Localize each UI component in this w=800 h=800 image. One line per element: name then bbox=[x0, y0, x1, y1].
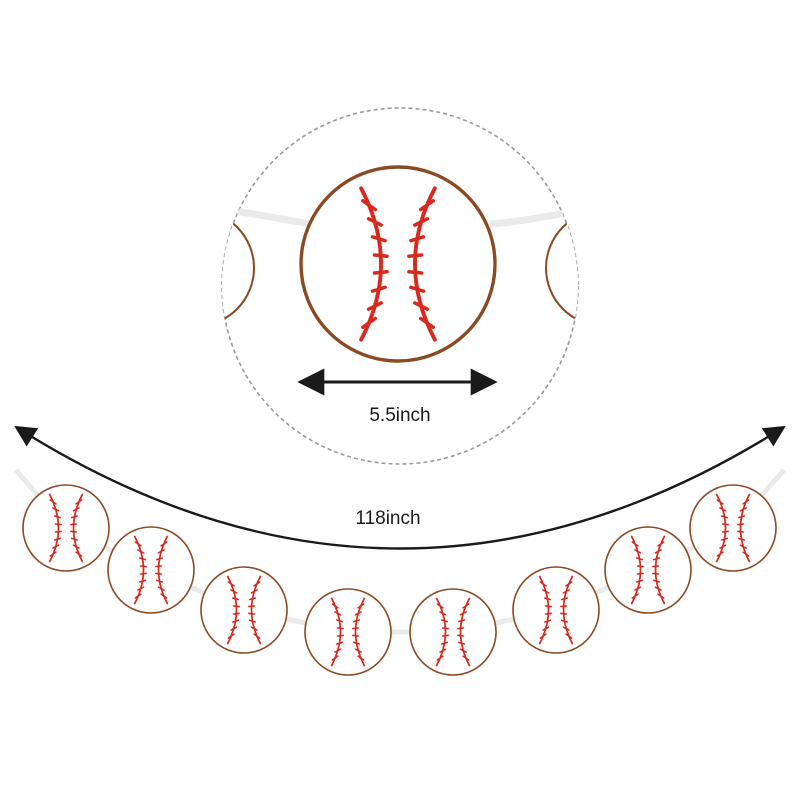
baseball-5 bbox=[409, 588, 497, 676]
diameter-label: 5.5inch bbox=[369, 405, 430, 426]
string bbox=[489, 208, 571, 228]
length-arrow bbox=[14, 425, 786, 550]
baseball-6 bbox=[512, 566, 600, 654]
garland-string bbox=[14, 468, 786, 635]
baseball-garland bbox=[14, 468, 786, 676]
baseball-4 bbox=[304, 588, 392, 676]
baseball-3 bbox=[200, 566, 288, 654]
baseball-8 bbox=[689, 484, 777, 572]
string bbox=[229, 206, 311, 228]
baseball-1 bbox=[22, 484, 110, 572]
zoom-baseball-left-partial bbox=[222, 208, 256, 328]
zoom-detail: 5.5inch bbox=[221, 107, 579, 465]
baseball-2 bbox=[107, 526, 195, 614]
baseball-7 bbox=[604, 526, 692, 614]
zoom-baseball bbox=[299, 165, 497, 363]
zoom-baseball-right-partial bbox=[544, 208, 578, 328]
length-label: 118inch bbox=[355, 508, 420, 529]
